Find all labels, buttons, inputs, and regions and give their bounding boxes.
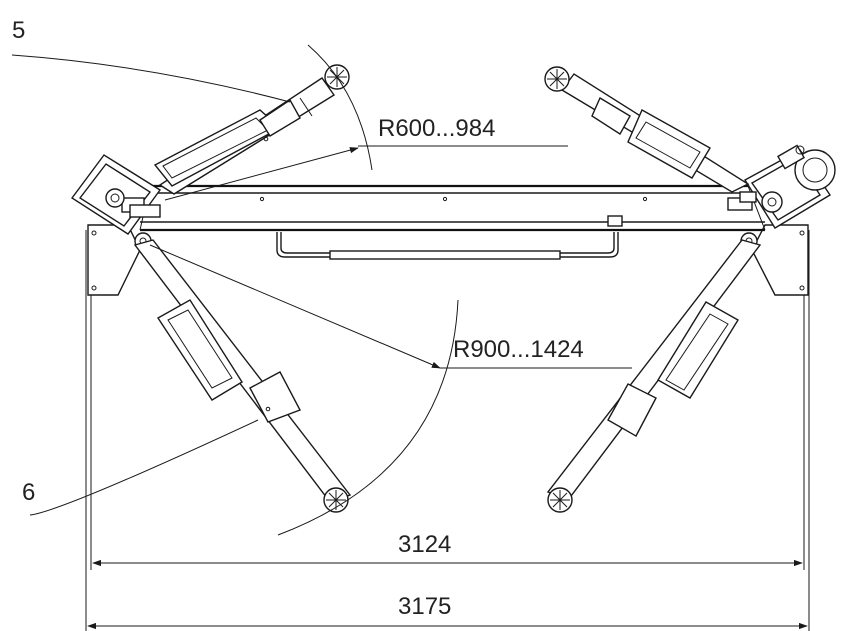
dimension-label-outer: 3175: [398, 593, 451, 620]
right-column-head: [727, 144, 836, 250]
motor-icon: [794, 149, 836, 191]
radius-label-long: R900...1424: [453, 336, 584, 363]
left-column-head: [70, 154, 162, 250]
right-column-base: [751, 224, 809, 296]
arm-upper-left: [153, 64, 350, 195]
arm-upper-right: [544, 66, 750, 193]
radius-arc-short: [164, 44, 568, 201]
arm-lower-right: [546, 239, 762, 513]
crossbar: [139, 184, 766, 232]
radius-label-short: R600...984: [378, 115, 495, 142]
arm-lower-left: [133, 239, 352, 513]
left-column-base: [87, 224, 141, 296]
radius-arc-long: [149, 244, 632, 536]
part-label-5: 5: [12, 17, 25, 44]
tray: [276, 232, 619, 260]
leader-5: [11, 54, 291, 103]
part-label-6: 6: [22, 479, 35, 506]
dimension-extensions: [85, 230, 810, 631]
dimension-label-inner: 3124: [398, 531, 451, 558]
leader-6: [29, 419, 259, 516]
